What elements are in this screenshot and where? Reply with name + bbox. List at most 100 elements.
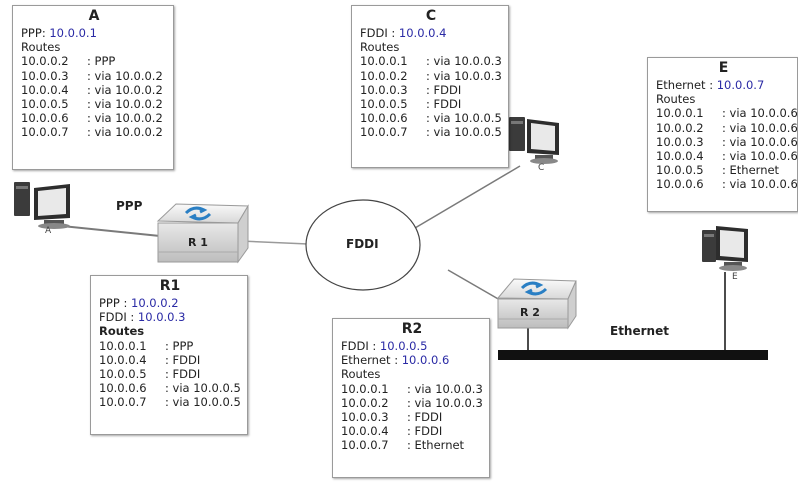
iface-address: 10.0.0.6 xyxy=(401,353,450,368)
route-next-hop: : via 10.0.0.2 xyxy=(87,97,163,112)
route-next-hop: : via 10.0.0.5 xyxy=(165,381,241,396)
route-row: 10.0.0.2: via 10.0.0.3 xyxy=(341,396,483,410)
route-dest: 10.0.0.5 xyxy=(360,97,408,112)
host-c-table: C FDDI : 10.0.0.4 Routes 10.0.0.1: via 1… xyxy=(351,5,509,168)
route-dest: 10.0.0.1 xyxy=(656,106,704,121)
route-next-hop: : Ethernet xyxy=(407,438,465,453)
route-dest: 10.0.0.1 xyxy=(360,54,408,69)
route-next-hop: : via 10.0.0.6 xyxy=(722,134,798,149)
route-row: 10.0.0.4: via 10.0.0.2 xyxy=(21,83,167,97)
route-dest: 10.0.0.6 xyxy=(21,111,69,126)
r2-fddi-link xyxy=(447,269,501,301)
route-row: 10.0.0.3 : FDDI xyxy=(341,410,483,424)
router-r2-device-label: R 2 xyxy=(520,306,540,319)
route-dest: 10.0.0.1 xyxy=(99,338,147,353)
route-row: 10.0.0.3: via 10.0.0.2 xyxy=(21,69,167,83)
route-dest: 10.0.0.4 xyxy=(341,424,389,439)
route-row: 10.0.0.2 : via 10.0.0.3 xyxy=(360,69,502,83)
routes-heading: Routes xyxy=(341,367,381,382)
route-row: 10.0.0.2 : via 10.0.0.6 xyxy=(656,120,797,135)
host-a-title: A xyxy=(88,8,100,24)
iface-row: FDDI : 10.0.0.3 xyxy=(99,310,186,325)
route-next-hop: : via 10.0.0.3 xyxy=(426,54,502,69)
iface-row: PPP : 10.0.0.2 xyxy=(99,296,179,310)
route-row: 10.0.0.5: via 10.0.0.2 xyxy=(21,97,167,111)
router-r1-title: R1 xyxy=(159,278,181,294)
route-next-hop: : FDDI xyxy=(165,367,201,382)
route-dest: 10.0.0.3 xyxy=(656,134,704,149)
router-r2-title: R2 xyxy=(401,321,423,337)
computer-a-label: A xyxy=(45,226,52,236)
computer-c-icon xyxy=(509,117,559,164)
router-r1-device-label: R 1 xyxy=(188,236,208,249)
route-dest: 10.0.0.4 xyxy=(21,82,69,97)
route-next-hop: : PPP xyxy=(87,54,116,69)
route-next-hop: : FDDI xyxy=(407,410,443,425)
computer-c-label: C xyxy=(538,163,545,173)
route-row: 10.0.0.7 : via 10.0.0.5 xyxy=(99,395,241,409)
route-row: 10.0.0.1 : via 10.0.0.3 xyxy=(360,54,502,68)
route-row: 10.0.0.5 : FDDI xyxy=(99,367,241,381)
ppp-link xyxy=(61,225,161,237)
iface-row: PPP: 10.0.0.1 xyxy=(21,26,97,40)
host-c-title: C xyxy=(425,8,437,24)
route-next-hop: : via 10.0.0.5 xyxy=(165,395,241,410)
ethernet-bus xyxy=(498,350,768,360)
iface-name: PPP xyxy=(21,26,42,40)
route-row: 10.0.0.5 : Ethernet xyxy=(656,163,791,177)
route-dest: 10.0.0.6 xyxy=(360,111,408,126)
route-next-hop: : via 10.0.0.6 xyxy=(722,149,798,164)
route-dest: 10.0.0.2 xyxy=(360,68,408,83)
route-next-hop: : via 10.0.0.2 xyxy=(87,68,163,83)
route-next-hop: : via 10.0.0.6 xyxy=(722,120,798,135)
route-row: 10.0.0.5: FDDI xyxy=(360,97,502,111)
route-row: 10.0.0.4: FDDI xyxy=(341,424,483,438)
route-dest: 10.0.0.4 xyxy=(99,352,147,367)
route-dest: 10.0.0.5 xyxy=(99,367,147,382)
host-e-title: E xyxy=(718,60,729,76)
route-dest: 10.0.0.7 xyxy=(360,125,408,140)
iface-name: Ethernet xyxy=(341,353,391,368)
route-dest: 10.0.0.6 xyxy=(99,381,147,396)
route-dest: 10.0.0.3 xyxy=(360,82,408,97)
route-dest: 10.0.0.7 xyxy=(99,395,147,410)
iface-address: 10.0.0.7 xyxy=(716,78,765,92)
route-row: 10.0.0.2 : PPP xyxy=(21,54,167,68)
route-row: 10.0.0.3 : via 10.0.0.6 xyxy=(656,134,797,149)
route-next-hop: : via 10.0.0.2 xyxy=(87,111,163,126)
route-dest: 10.0.0.2 xyxy=(21,54,69,69)
iface-address: 10.0.0.5 xyxy=(379,339,428,353)
ppp-link-label: PPP xyxy=(116,199,143,213)
iface-address: 10.0.0.2 xyxy=(131,296,179,310)
route-next-hop: : via 10.0.0.6 xyxy=(722,177,798,192)
route-next-hop: : Ethernet xyxy=(722,163,780,178)
route-row: 10.0.0.6 : via 10.0.0.6 xyxy=(656,177,797,192)
computer-e-icon xyxy=(702,226,748,271)
routes-heading: Routes xyxy=(360,40,400,55)
route-next-hop: : FDDI xyxy=(426,82,462,97)
route-dest: 10.0.0.3 xyxy=(341,410,389,425)
route-next-hop: : via 10.0.0.6 xyxy=(722,106,798,121)
route-dest: 10.0.0.2 xyxy=(656,120,704,135)
route-row: 10.0.0.1: via 10.0.0.3 xyxy=(341,382,483,396)
iface-name: FDDI xyxy=(341,339,369,353)
route-row: 10.0.0.6 : via 10.0.0.5 xyxy=(99,381,241,395)
ethernet-label: Ethernet xyxy=(610,324,669,338)
route-next-hop: : via 10.0.0.3 xyxy=(426,68,502,83)
route-row: 10.0.0.6 : via 10.0.0.2 xyxy=(21,111,167,125)
computer-e-label: E xyxy=(732,272,738,282)
route-next-hop: : via 10.0.0.5 xyxy=(426,125,502,140)
router-r2-icon: R 2 xyxy=(496,278,577,330)
route-dest: 10.0.0.6 xyxy=(656,177,704,192)
route-row: 10.0.0.3 : FDDI xyxy=(360,83,502,97)
route-next-hop: : via 10.0.0.3 xyxy=(407,381,483,396)
router-r2-table: R2 FDDI : 10.0.0.5 Ethernet : 10.0.0.6 R… xyxy=(332,318,490,478)
route-row: 10.0.0.7: Ethernet xyxy=(341,438,483,452)
router-r1-table: R1 PPP : 10.0.0.2 FDDI : 10.0.0.3 Routes… xyxy=(90,275,248,435)
iface-row: Ethernet : 10.0.0.6 xyxy=(341,353,450,368)
route-next-hop: : FDDI xyxy=(165,352,201,367)
iface-address: 10.0.0.3 xyxy=(137,310,186,325)
route-row: 10.0.0.7: via 10.0.0.2 xyxy=(21,125,167,139)
route-dest: 10.0.0.5 xyxy=(656,163,704,178)
